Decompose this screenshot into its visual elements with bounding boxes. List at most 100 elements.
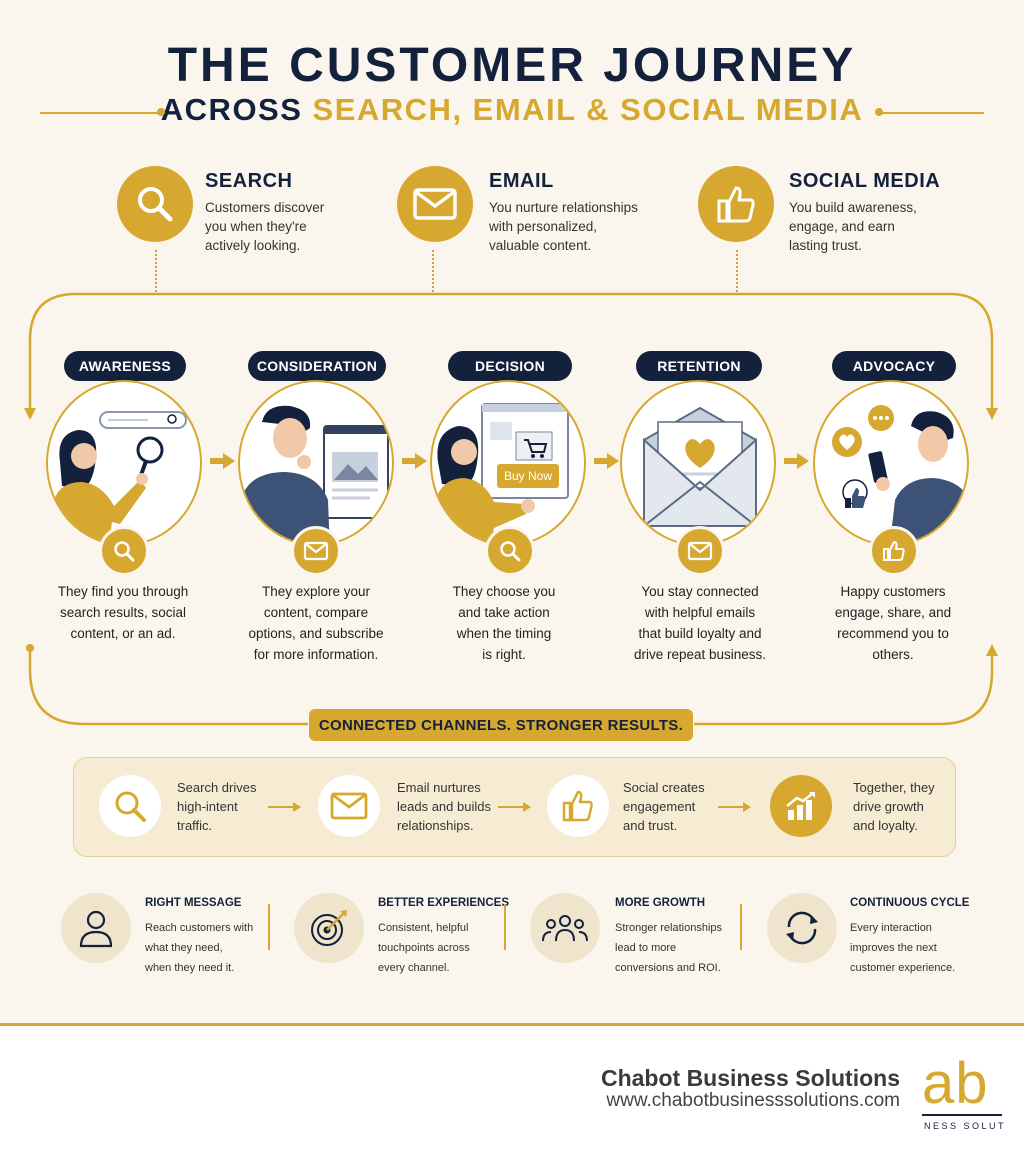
stage-desc-line: They find you through [57,584,189,599]
stage-desc-line: with helpful emails [644,605,756,620]
stage-desc-line: that build loyalty and [638,626,762,641]
channel-desc-line: you when they're [205,219,307,234]
channel-desc-line: valuable content. [489,238,592,253]
connector-dotted [736,250,738,292]
envelope-icon [330,792,368,820]
summary-icon-search [99,775,161,837]
thumbs-up-icon [717,186,755,223]
stage-desc-line: and take action [458,605,550,620]
channel-desc-line: Customers discover [205,200,325,215]
stage-pill-retention: RETENTION [636,351,762,381]
channel-title-social: SOCIAL MEDIA [789,170,941,192]
channel-desc-email: You nurture relationships with personali… [489,198,649,255]
stage-desc-awareness: They find you through search results, so… [38,581,208,644]
channel-desc-line: engage, and earn [789,219,895,234]
channel-desc-line: with personalized, [489,219,598,234]
benefit-desc: Every interaction improves the next cust… [850,918,970,978]
summary-line: Search drives [177,780,257,795]
company-url[interactable]: www.chabotbusinesssolutions.com [606,1090,900,1111]
summary-text-social: Social creates engagement and trust. [623,778,733,835]
benefit-title: BETTER EXPERIENCES [378,897,509,909]
buy-now-button: Buy Now [497,464,559,488]
summary-icon-email [318,775,380,837]
stage-desc-consideration: They explore your content, compare optio… [231,581,401,665]
summary-icon-growth [770,775,832,837]
summary-line: relationships. [397,818,474,833]
channel-desc-line: You build awareness, [789,200,917,215]
connector-dotted [155,250,157,292]
channel-title-email: EMAIL [489,170,554,192]
stage-badge-search [99,526,149,576]
target-icon [311,910,347,946]
stage-pill-consideration: CONSIDERATION [248,351,386,381]
title-dot-left [157,108,165,116]
subtitle-highlight: SEARCH, EMAIL & SOCIAL MEDIA [312,92,864,127]
channel-title-search: SEARCH [205,170,293,192]
benefit-separator [268,904,270,950]
magnifier-icon [138,187,173,222]
stage-desc-line: drive repeat business. [633,647,767,662]
envelope-icon [413,188,457,220]
logo-tagline: NESS SOLUT [924,1121,1004,1131]
benefit-line: lead to more [615,942,677,954]
company-logo: ab [922,1051,989,1116]
stage-desc-advocacy: Happy customers engage, share, and recom… [808,581,978,665]
stage-badge-thumbs-up [869,526,919,576]
stage-desc-retention: You stay connected with helpful emails t… [615,581,785,665]
summary-line: Email nurtures [397,780,481,795]
summary-line: leads and builds [397,799,491,814]
benefit-line: touchpoints across [378,942,470,954]
connected-channels-banner: CONNECTED CHANNELS. STRONGER RESULTS. [309,709,693,741]
benefit-title: RIGHT MESSAGE [145,897,242,909]
benefit-icon-group [530,893,600,963]
benefit-line: every channel. [378,962,450,974]
social-channel-icon [698,166,774,242]
thumbs-up-icon [883,541,905,561]
benefit-line: conversions and ROI. [615,962,721,974]
summary-text-growth: Together, they drive growth and loyalty. [853,778,963,835]
stage-illustration-decision [430,380,586,546]
company-name: Chabot Business Solutions [600,1065,900,1091]
stage-desc-line: is right. [482,647,526,662]
channel-desc-line: You nurture relationships [489,200,638,215]
stage-desc-decision: They choose you and take action when the… [419,581,589,665]
journey-loop [24,292,998,726]
summary-line: traffic. [177,818,213,833]
growth-chart-icon [786,792,815,820]
channel-desc-line: actively looking. [205,238,301,253]
stage-desc-line: when the timing [456,626,552,641]
subtitle-prefix: ACROSS [160,92,303,127]
stage-badge-email [675,526,725,576]
search-channel-icon [117,166,193,242]
stage-badge-search [485,526,535,576]
summary-line: and trust. [623,818,678,833]
benefit-icon-target [294,893,364,963]
footer [0,1026,1024,1154]
channel-desc-search: Customers discover you when they're acti… [205,198,355,255]
stage-pill-decision: DECISION [448,351,572,381]
benefit-line: Consistent, helpful [378,922,469,934]
connector-dotted [432,250,434,292]
person-icon [79,910,113,948]
benefit-line: Every interaction [850,922,932,934]
benefit-desc: Reach customers with what they need, whe… [145,918,265,978]
benefit-line: when they need it. [145,962,235,974]
stage-desc-line: options, and subscribe [248,626,384,641]
stage-desc-line: content, compare [263,605,369,620]
stage-pill-awareness: AWARENESS [64,351,186,381]
benefit-line: customer experience. [850,962,956,974]
benefit-title: MORE GROWTH [615,897,706,909]
stage-desc-line: for more information. [253,647,379,662]
magnifier-icon [500,541,521,562]
summary-icon-social [547,775,609,837]
summary-line: high-intent [177,799,238,814]
title-rule-right [880,112,984,114]
page-subtitle: ACROSS SEARCH, EMAIL & SOCIAL MEDIA [0,92,1024,128]
stage-desc-line: engage, share, and [834,605,952,620]
benefit-line: improves the next [850,942,937,954]
stage-pill-advocacy: ADVOCACY [832,351,956,381]
benefit-line: what they need, [145,942,223,954]
footer-rule [0,1023,1024,1026]
stage-desc-line: recommend you to [837,626,949,641]
summary-line: and loyalty. [853,818,918,833]
